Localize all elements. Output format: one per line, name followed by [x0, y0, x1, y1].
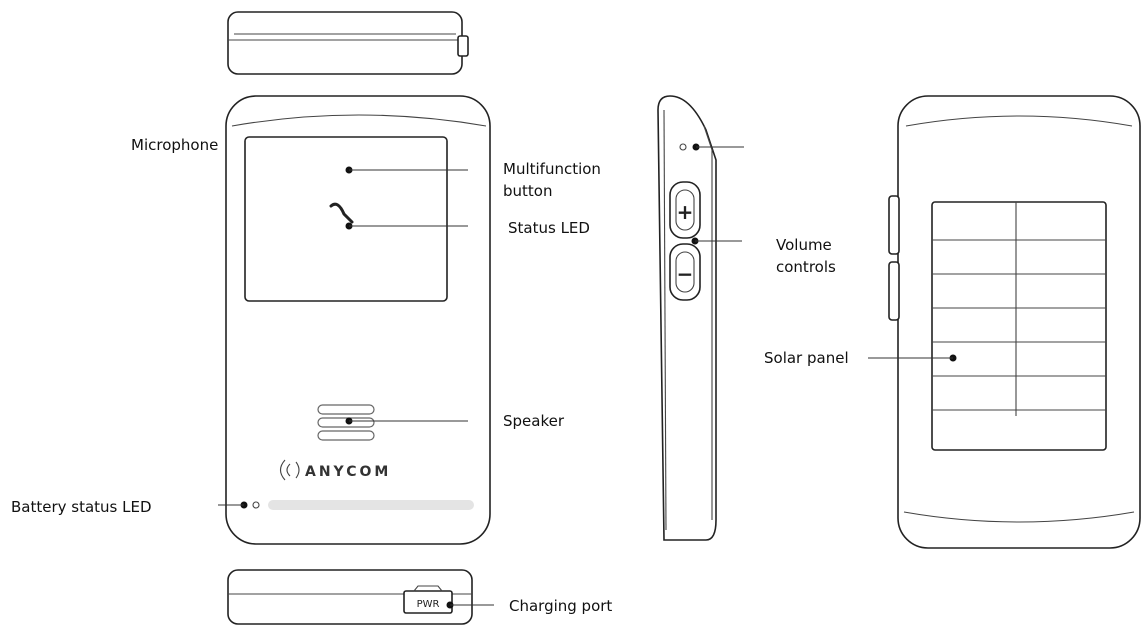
- volume-minus-button: −: [669, 243, 701, 301]
- label-battery-status-led: Battery status LED: [11, 498, 152, 516]
- pwr-port-label: PWR: [417, 599, 440, 610]
- label-multifunction-line2: button: [503, 182, 553, 200]
- device-top-view: [227, 11, 469, 75]
- label-solar-panel: Solar panel: [764, 349, 849, 367]
- device-front-view: ANYCOM: [225, 95, 491, 545]
- svg-text:−: −: [677, 262, 694, 286]
- solar-panel-grid: [931, 201, 1107, 451]
- label-status-led: Status LED: [508, 219, 590, 237]
- label-multifunction-line1: Multifunction: [503, 160, 601, 178]
- brand-logo: ANYCOM: [305, 464, 391, 480]
- wireless-signal-icon: [279, 459, 300, 481]
- device-side-view: + −: [657, 95, 717, 541]
- label-microphone: Microphone: [131, 136, 219, 154]
- device-bottom-view: PWR: [227, 569, 473, 625]
- label-volume-line1: Volume: [776, 236, 832, 254]
- device-back-view: [888, 95, 1141, 549]
- label-volume-controls: Volume controls: [776, 234, 836, 278]
- label-volume-line2: controls: [776, 258, 836, 276]
- label-charging-port: Charging port: [509, 597, 613, 615]
- volume-plus-button: +: [669, 181, 701, 239]
- svg-text:+: +: [677, 200, 694, 224]
- label-multifunction-button: Multifunction button: [503, 158, 601, 202]
- speaker-grille: [317, 404, 375, 441]
- phone-handset-icon: [329, 202, 354, 224]
- leader-lines: [218, 146, 953, 606]
- label-speaker: Speaker: [503, 412, 565, 430]
